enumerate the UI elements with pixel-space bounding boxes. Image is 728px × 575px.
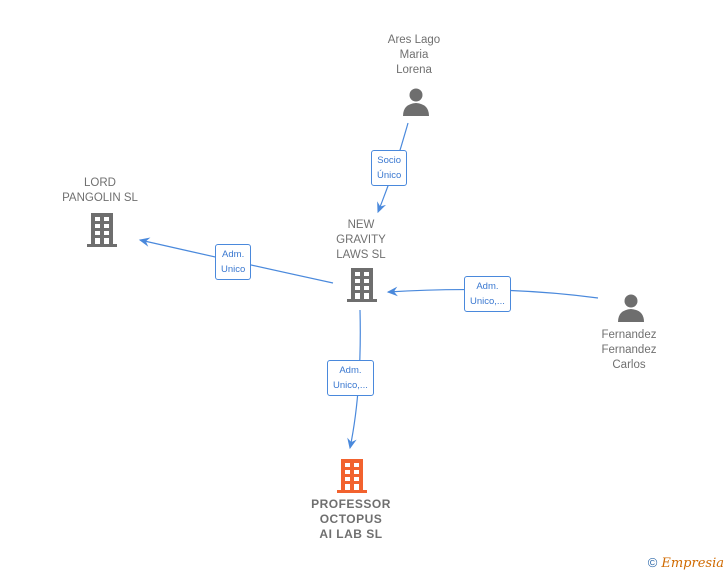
person-icon[interactable] (616, 293, 646, 323)
building-icon[interactable] (346, 267, 378, 303)
building-icon[interactable] (86, 212, 118, 248)
edge-label-adm-unico-professor[interactable]: Adm. Unico,... (327, 360, 374, 396)
node-label-professor-octopus[interactable]: PROFESSOR OCTOPUS AI LAB SL (311, 497, 391, 541)
person-icon[interactable] (401, 87, 431, 117)
empresia-brand[interactable]: ©Empresia (648, 555, 724, 571)
node-label-fernandez-carlos[interactable]: Fernandez Fernandez Carlos (601, 329, 657, 371)
node-label-lord-pangolin[interactable]: LORD PANGOLIN SL (62, 177, 138, 204)
brand-name: Empresia (661, 556, 724, 571)
edge-label-socio-unico[interactable]: Socio Único (371, 150, 408, 186)
copyright-icon: © (647, 555, 658, 570)
node-label-new-gravity-laws[interactable]: NEW GRAVITY LAWS SL (336, 219, 386, 261)
building-icon-main[interactable] (336, 458, 368, 494)
edge-label-adm-unico[interactable]: Adm. Unico (215, 244, 252, 280)
node-label-ares-lago[interactable]: Ares Lago Maria Lorena (387, 34, 441, 76)
edge-label-adm-unico-fernandez[interactable]: Adm. Unico,... (464, 276, 511, 312)
